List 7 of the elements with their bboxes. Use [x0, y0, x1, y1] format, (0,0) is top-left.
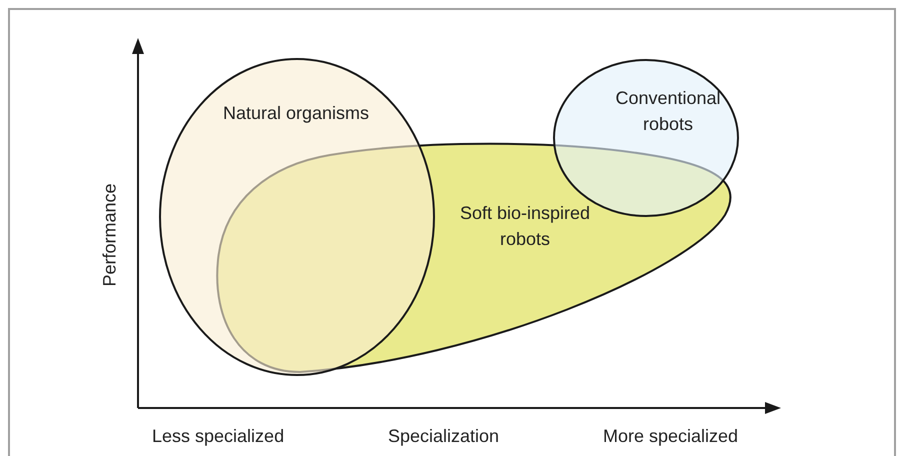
axis-label: More specialized [603, 426, 738, 447]
axis-label: Less specialized [152, 426, 284, 447]
axis-title: Performance [100, 183, 120, 287]
region-label: Conventional robots [614, 87, 722, 136]
region-label: Natural organisms [222, 102, 370, 125]
region-label: Soft bio-inspired robots [458, 202, 592, 251]
axis-label: Specialization [388, 426, 500, 447]
